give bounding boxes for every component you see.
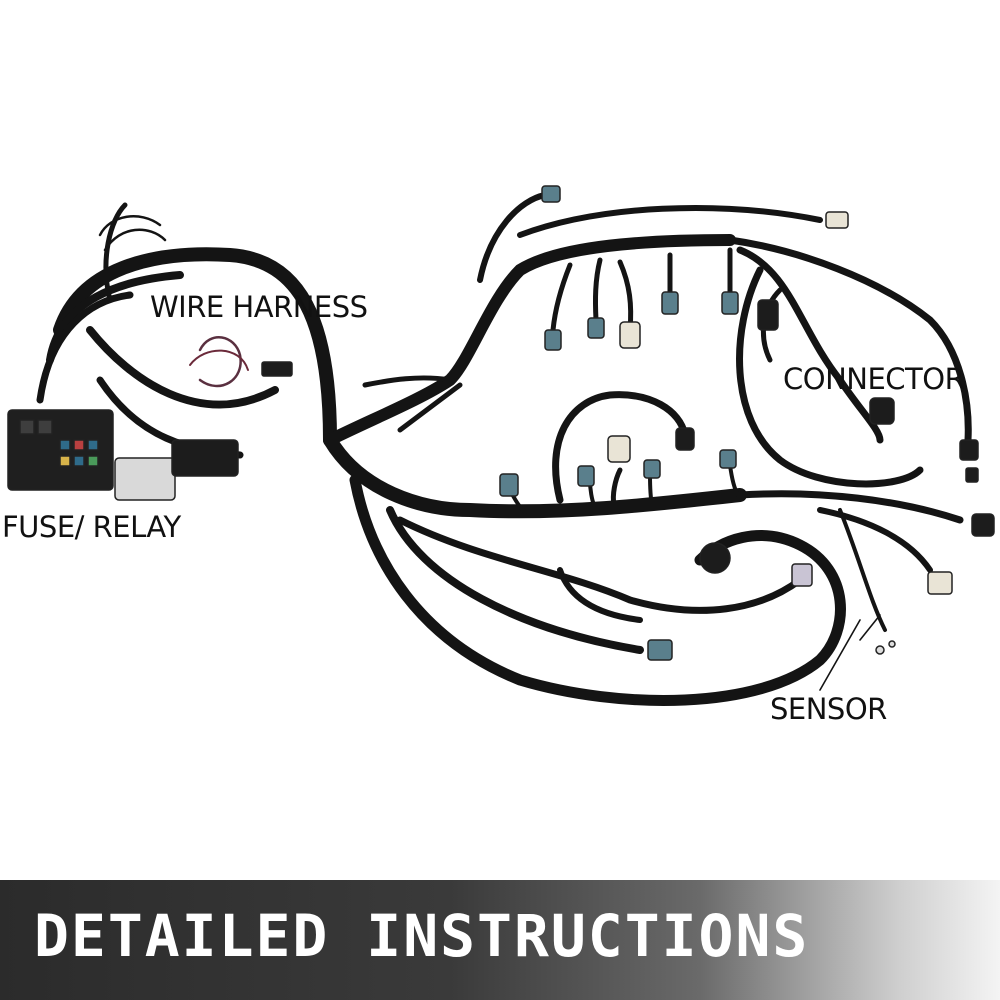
instructions-banner: DETAILED INSTRUCTIONS — [0, 880, 1000, 1000]
wire-harness-label: WIRE HARNESS — [150, 290, 368, 324]
connector-label: CONNECTOR — [783, 362, 965, 396]
banner-title: DETAILED INSTRUCTIONS — [34, 902, 810, 970]
fuse-relay-label: FUSE/ RELAY — [2, 510, 181, 544]
wire-harness-illustration — [7, 185, 995, 706]
sensor-label: SENSOR — [770, 692, 887, 726]
